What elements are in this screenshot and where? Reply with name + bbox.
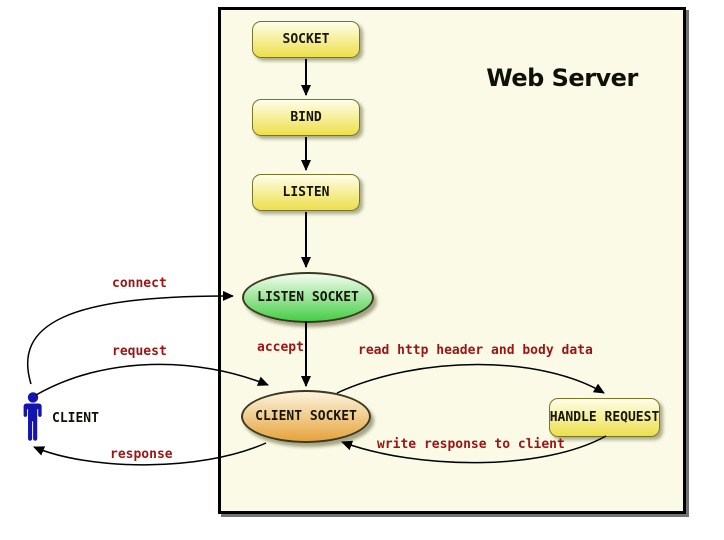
socket-node: SOCKET <box>252 21 360 58</box>
client-socket-node: CLIENT SOCKET <box>241 390 371 443</box>
client-actor-label: CLIENT <box>52 411 99 426</box>
listen-node: LISTEN <box>252 174 360 211</box>
accept-edge-label: accept <box>257 340 304 355</box>
web-server-title: Web Server <box>486 64 638 92</box>
response-edge-label: response <box>110 447 173 462</box>
read-http-edge-label: read http header and body data <box>358 343 593 358</box>
handle-request-node: HANDLE REQUEST <box>549 398 660 437</box>
listen-socket-node: LISTEN SOCKET <box>242 272 374 323</box>
connect-arrow <box>26 290 234 385</box>
write-response-edge-label: write response to client <box>377 437 565 452</box>
person-icon <box>23 392 42 441</box>
bind-node: BIND <box>252 99 360 136</box>
connect-edge-label: connect <box>112 276 167 291</box>
request-edge-label: request <box>112 344 167 359</box>
